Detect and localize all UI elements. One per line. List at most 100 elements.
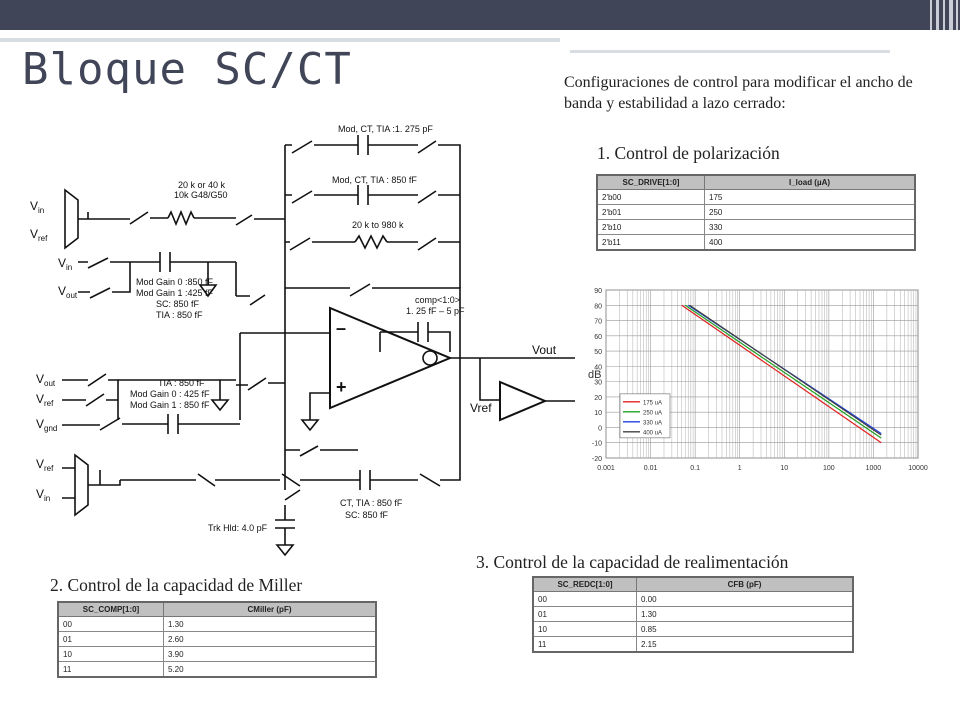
y-tick-label: 90	[594, 288, 602, 295]
table-cell: 00	[532, 591, 637, 607]
wire	[62, 373, 119, 420]
table-cell: 10	[57, 646, 164, 662]
wire	[239, 332, 330, 420]
table-cell: 2'b00	[596, 189, 705, 205]
label: TIA : 850 fF	[158, 378, 205, 388]
label: Vref	[470, 401, 492, 415]
table-header: CFB (pF)	[636, 576, 854, 592]
x-tick-label: 0.1	[690, 465, 700, 472]
corner-stripes	[930, 0, 958, 30]
wire	[236, 377, 285, 391]
table-cell: 0.00	[636, 591, 854, 607]
wire	[198, 262, 218, 298]
minus-sign: –	[336, 318, 346, 338]
table-cell: 0.85	[636, 621, 854, 637]
table-header: SC_REDC[1:0]	[532, 576, 637, 592]
mux	[64, 188, 79, 250]
label: Vgnd	[36, 417, 57, 433]
wire	[379, 322, 451, 352]
table-cell: 2'b11	[596, 234, 705, 251]
table-cell: 11	[532, 636, 637, 653]
wire	[118, 379, 236, 412]
wire	[387, 237, 460, 251]
label: comp<1:0>	[415, 295, 460, 305]
label: Vout	[532, 343, 557, 357]
y-tick-label: 60	[594, 334, 602, 341]
wire	[78, 252, 236, 272]
wire	[275, 450, 301, 557]
x-tick-label: 0.01	[644, 465, 658, 472]
label: SC: 850 fF	[156, 299, 200, 309]
top-bar	[0, 0, 960, 30]
wire	[235, 262, 266, 306]
x-tick-label: 1000	[866, 465, 882, 472]
label: Mod, CT, TIA : 850 fF	[332, 175, 417, 185]
label: Mod, CT, TIA :1. 275 pF	[338, 124, 433, 134]
table-cell: 330	[704, 219, 916, 235]
section1-heading: 1. Control de polarización	[597, 143, 780, 163]
legend-label: 400 uA	[643, 430, 662, 436]
y-tick-label: 40	[594, 364, 602, 371]
x-tick-label: 10	[780, 465, 788, 472]
table-cell: 3.90	[163, 646, 377, 662]
opamp	[329, 306, 453, 410]
table-cell: 10	[532, 621, 637, 637]
wire	[78, 262, 131, 299]
label: Mod Gain 1 :425 fF	[136, 288, 214, 298]
current-source	[422, 350, 438, 366]
y-tick-label: 50	[594, 349, 602, 356]
wire	[300, 392, 330, 432]
intro-text: Configuraciones de control para modifica…	[564, 74, 913, 112]
table-cell: 01	[57, 631, 164, 647]
legend-label: 175 uA	[643, 400, 662, 406]
series-line	[689, 304, 882, 436]
accent-line	[0, 38, 560, 42]
table-cell: 1.30	[636, 606, 854, 622]
chart-series	[681, 304, 882, 444]
table-header: CMiller (pF)	[163, 601, 377, 617]
table-header: SC_COMP[1:0]	[57, 601, 164, 617]
y-tick-label: -20	[592, 456, 602, 463]
wire	[285, 185, 460, 205]
slide-title: Bloque SC/CT	[22, 44, 352, 95]
series-line	[681, 304, 882, 444]
wire	[285, 237, 355, 251]
y-tick-label: 10	[594, 410, 602, 417]
table-header: SC_DRIVE[1:0]	[596, 174, 705, 190]
label: Mod Gain 1 : 850 fF	[130, 400, 210, 410]
wire	[450, 357, 575, 401]
label: Vref	[36, 392, 54, 408]
x-tick-label: 1	[738, 465, 742, 472]
wire	[62, 393, 118, 407]
label: Trk Hld: 4.0 pF	[208, 523, 268, 533]
wire	[285, 283, 461, 305]
table-cell: 175	[704, 189, 916, 205]
label: Vin	[36, 487, 50, 503]
series-line	[684, 304, 882, 439]
y-tick-label: 70	[594, 319, 602, 326]
table-cell: 250	[704, 204, 916, 220]
table-cell: 2.15	[636, 636, 854, 653]
table-cell: 2'b10	[596, 219, 705, 235]
label: CT, TIA : 850 fF	[340, 498, 403, 508]
label: 10k G48/G50	[174, 190, 228, 200]
label: TIA : 850 fF	[156, 310, 203, 320]
table-cell: 400	[704, 234, 916, 251]
circuit-schematic: Vin Vref Vin Vout Mod, CT, TIA :1. 275 p…	[30, 124, 575, 557]
wire	[88, 470, 121, 486]
y-tick-label: 80	[594, 303, 602, 310]
x-tick-label: 10000	[908, 465, 928, 472]
accent-line-short	[570, 50, 890, 53]
y-tick-label: 20	[594, 395, 602, 402]
